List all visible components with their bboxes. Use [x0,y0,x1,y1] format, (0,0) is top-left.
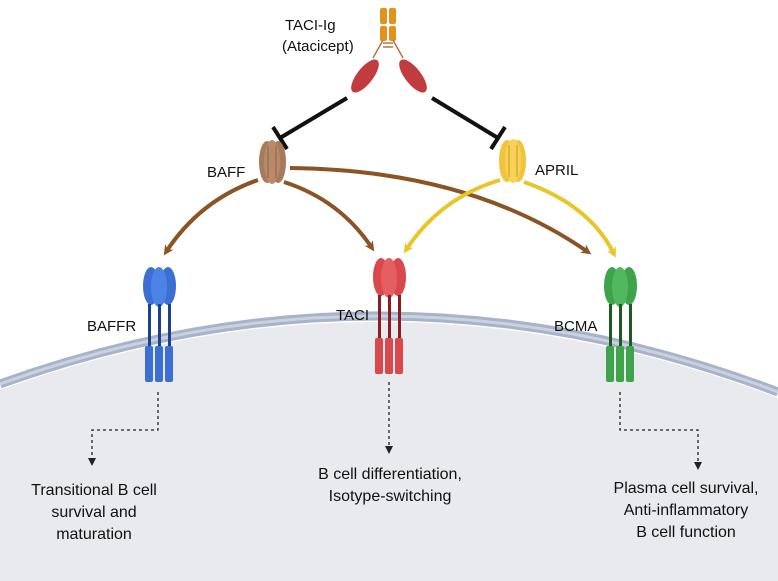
drug-label-name: TACI-Ig [285,17,336,34]
arrow-baff-to-bcma [289,166,592,255]
baffr-label: BAFFR [87,318,137,335]
arrow-baff-to-taci [283,180,375,252]
outcome-bcma-line: Plasma cell survival, [613,480,759,497]
outcome-bcma: Plasma cell survival, Anti-inflammatory … [600,478,772,544]
baffr-receptor [143,267,176,382]
signal-arrow-baffr [88,392,159,466]
april-ligand [499,139,526,183]
outcome-bcma-line: B cell function [636,524,736,541]
taci-ig-molecule [351,8,427,93]
baff-label: BAFF [207,164,246,181]
inhibition-baff [271,96,349,151]
outcome-baffr: Transitional B cell survival and maturat… [18,480,170,546]
arrow-april-to-taci [403,178,501,254]
outcome-bcma-line: Anti-inflammatory [623,502,749,519]
outcome-baffr-line: maturation [56,526,132,543]
signal-arrow-bcma [619,392,702,470]
outcome-taci: B cell differentiation, Isotype-switchin… [290,464,490,508]
bcma-label: BCMA [554,318,598,335]
taci-receptor [373,258,406,374]
arrow-april-to-bcma [523,180,616,258]
inhibition-april [430,96,507,151]
bcma-receptor [604,267,637,382]
april-label: APRIL [535,162,579,179]
arrow-baff-to-baffr [163,178,259,256]
outcome-taci-line: B cell differentiation, [318,466,462,483]
outcome-baffr-line: Transitional B cell [31,482,157,499]
outcome-taci-line: Isotype-switching [328,488,452,505]
outcome-baffr-line: survival and [51,504,137,521]
baff-ligand [259,140,286,184]
taci-label: TACI [336,307,370,324]
drug-label-generic: (Atacicept) [282,38,354,55]
